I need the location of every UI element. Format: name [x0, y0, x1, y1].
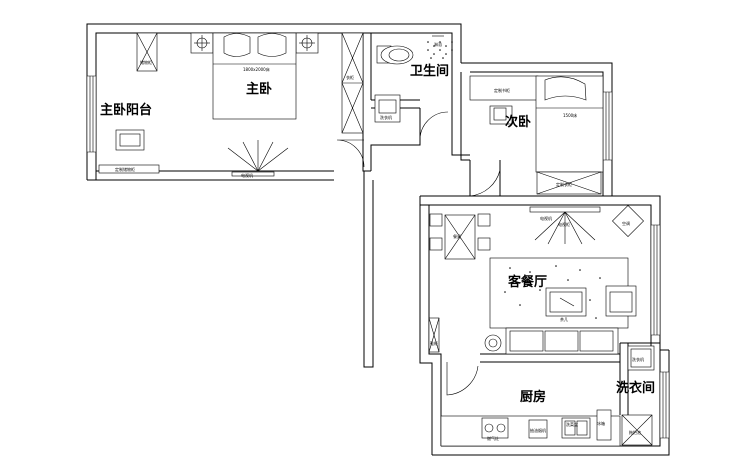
- svg-text:洗菜盆: 洗菜盆: [566, 421, 578, 427]
- svg-text:洗衣机: 洗衣机: [380, 114, 392, 120]
- room-label-living-dining: 客餐厅: [508, 274, 547, 290]
- svg-text:定制书柜: 定制书柜: [494, 87, 510, 93]
- svg-text:定制储物柜: 定制储物柜: [115, 166, 135, 172]
- svg-text:空调: 空调: [622, 220, 630, 226]
- svg-text:储物柜: 储物柜: [140, 59, 152, 65]
- svg-text:拖把池: 拖把池: [629, 429, 641, 435]
- room-label-bathroom: 卫生间: [410, 63, 449, 79]
- svg-text:餐桌: 餐桌: [453, 233, 461, 239]
- svg-text:淋浴: 淋浴: [434, 41, 442, 47]
- svg-text:茶几: 茶几: [560, 316, 568, 322]
- bathroom-fixtures: 淋浴 洗衣机: [374, 35, 453, 123]
- svg-text:衣柜: 衣柜: [346, 74, 354, 80]
- windows: [86, 75, 670, 439]
- svg-text:抽油烟机: 抽油烟机: [530, 427, 546, 433]
- room-label-master-balcony: 主卧阳台: [100, 102, 152, 118]
- laundry-fixtures: 洗衣机: [627, 345, 655, 371]
- balcony-furniture: 储物柜 定制储物柜: [98, 32, 160, 174]
- svg-text:定制衣柜: 定制衣柜: [556, 181, 572, 187]
- room-label-second-bedroom: 次卧: [505, 114, 531, 130]
- svg-text:冰箱: 冰箱: [597, 420, 605, 426]
- svg-text:1500床: 1500床: [563, 112, 577, 118]
- shower-area: [427, 41, 453, 59]
- living-dining-furniture: 餐桌 电视机 电视柜 空调 茶几 鞋: [428, 205, 644, 355]
- room-label-laundry: 洗衣间: [616, 380, 655, 396]
- svg-text:电视机: 电视机: [241, 172, 253, 178]
- svg-text:电视柜: 电视柜: [558, 221, 570, 227]
- svg-text:1800x2000床: 1800x2000床: [243, 66, 270, 72]
- svg-text:鞋柜: 鞋柜: [430, 340, 438, 346]
- second-bedroom-furniture: 定制书柜 1500床 定制衣柜: [469, 75, 604, 195]
- kitchen-fixtures: 燃气灶 抽油烟机 洗菜盆 冰箱 拖把池: [440, 409, 653, 447]
- doors: [336, 111, 501, 396]
- master-bedroom-furniture: 1800x2000床 衣柜 电视机: [190, 32, 364, 178]
- svg-text:燃气灶: 燃气灶: [487, 435, 499, 441]
- room-label-kitchen: 厨房: [520, 389, 546, 405]
- svg-text:洗衣机: 洗衣机: [632, 356, 644, 362]
- svg-text:电视机: 电视机: [540, 215, 552, 221]
- room-label-master-bedroom: 主卧: [246, 81, 272, 97]
